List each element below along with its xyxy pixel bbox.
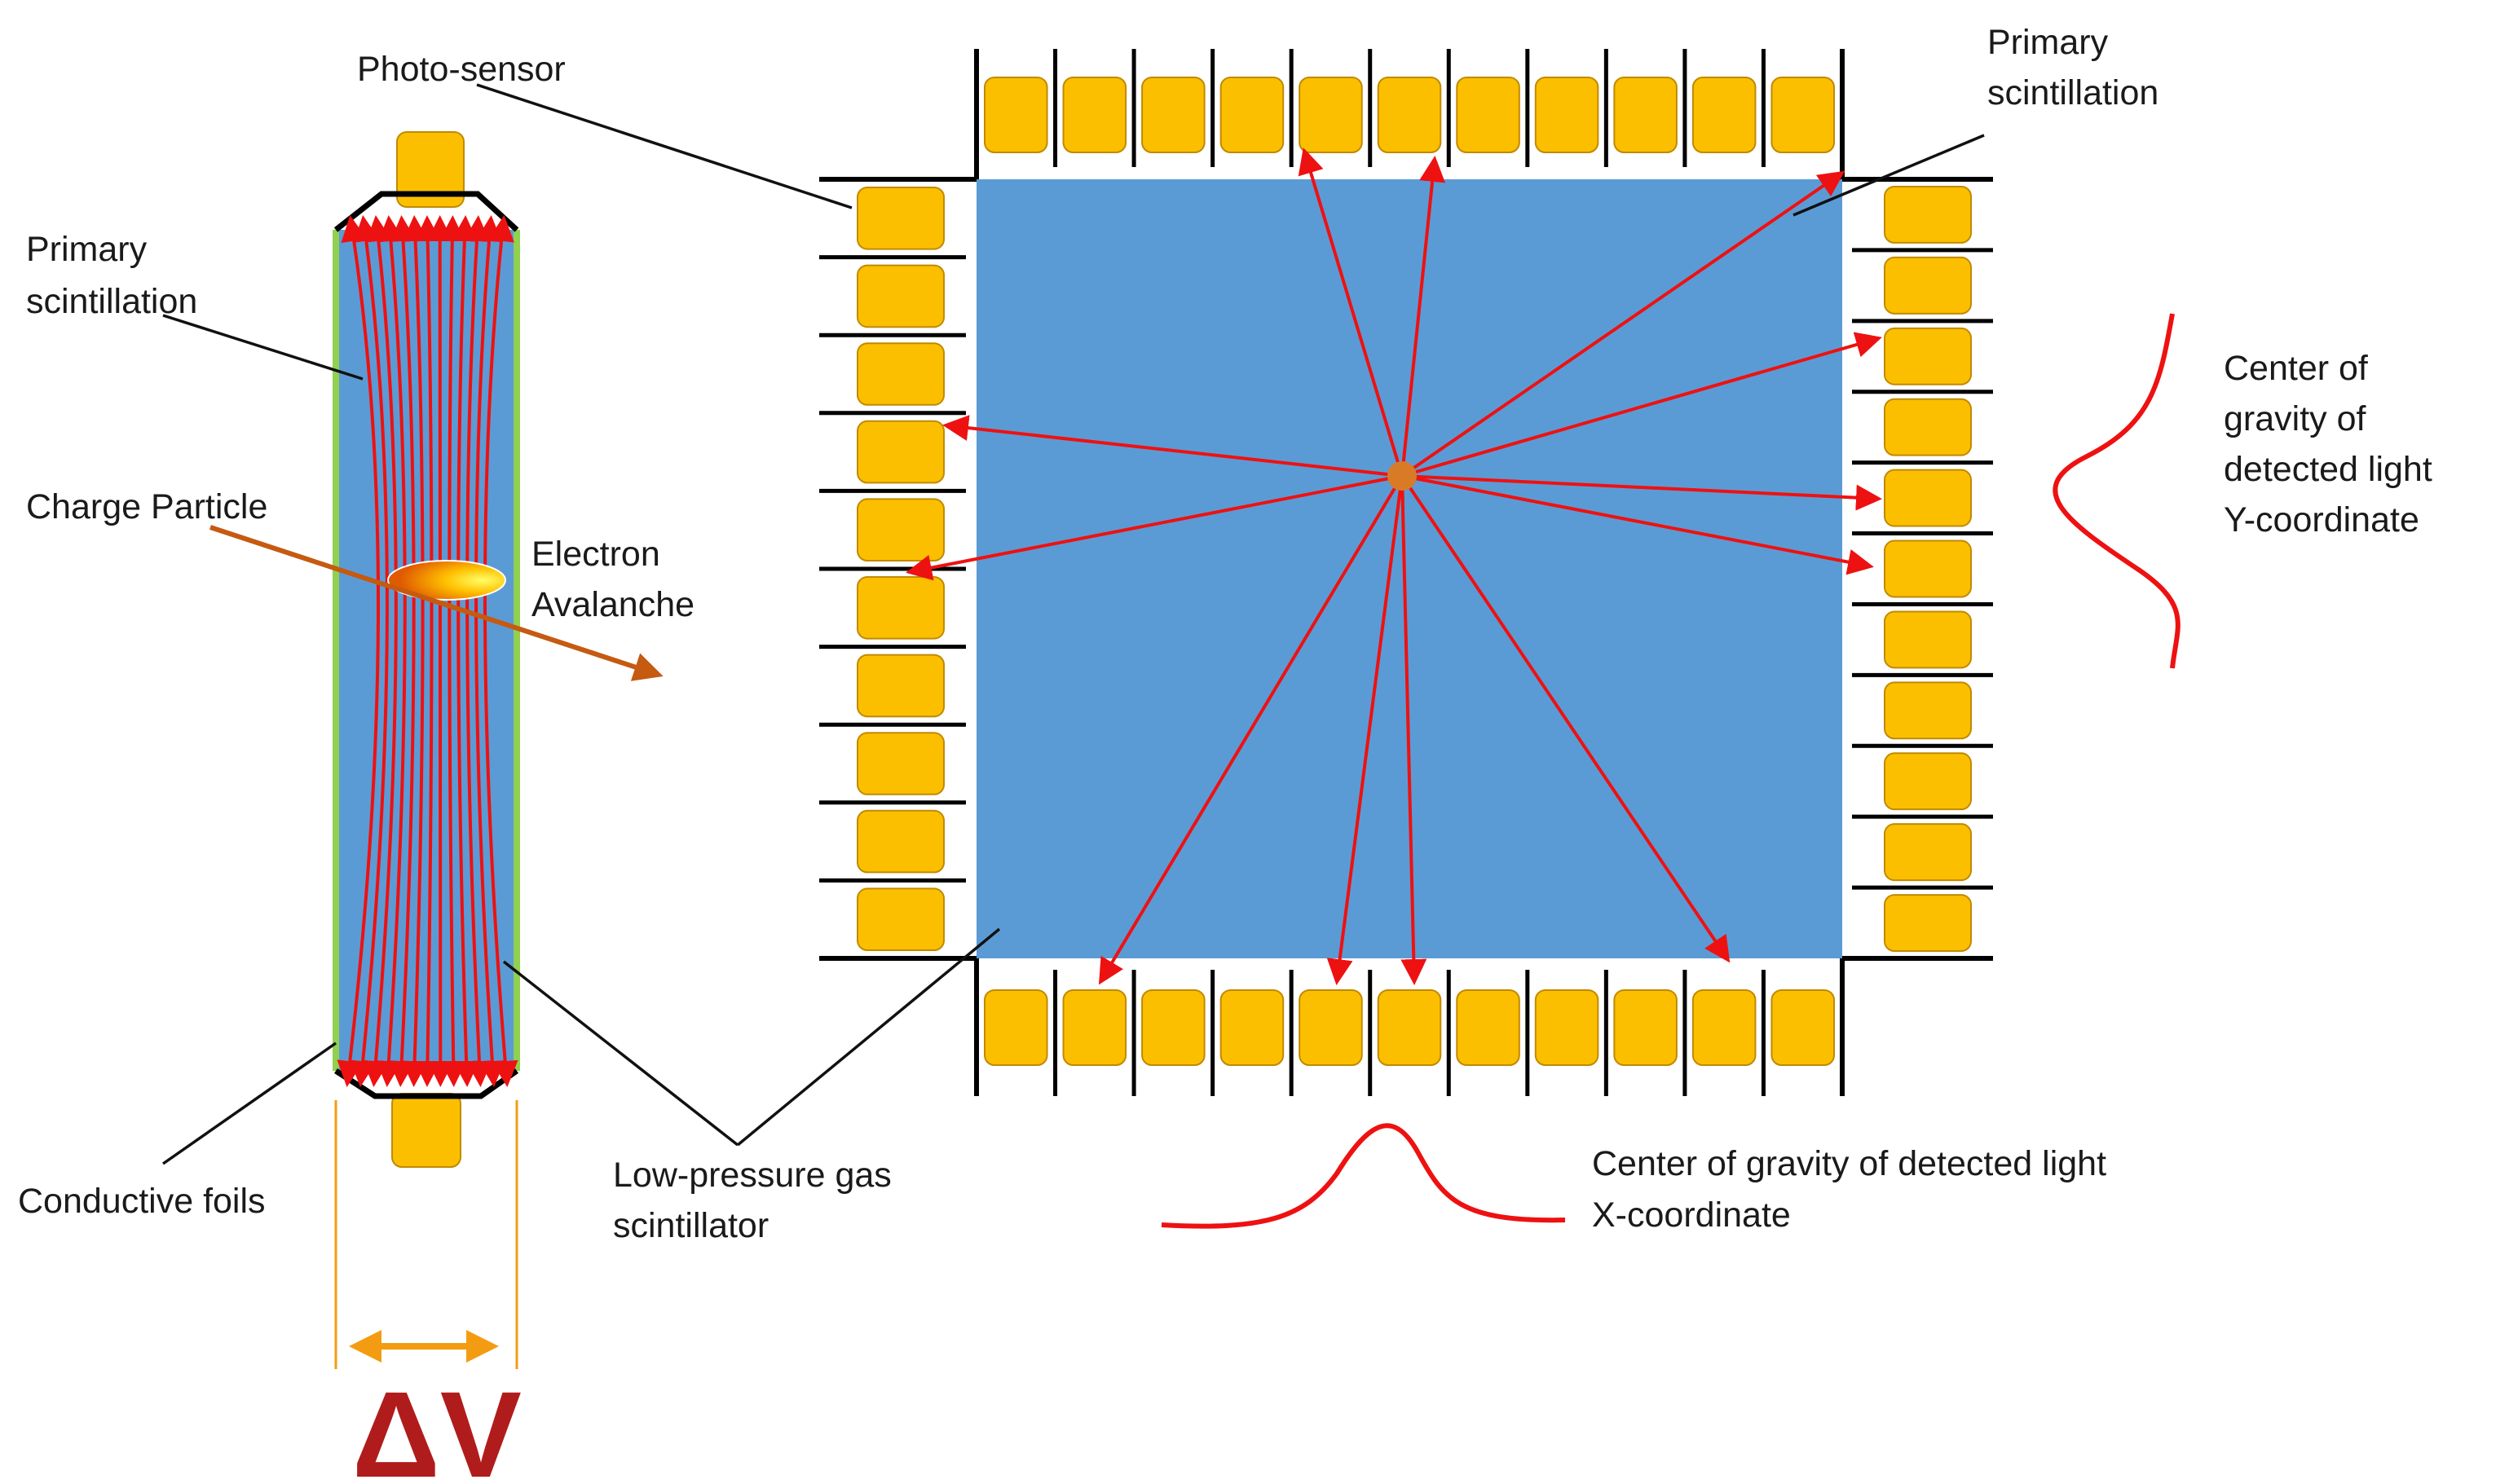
bottom-photo-sensor (1377, 989, 1442, 1066)
leader-photo-sensor (476, 83, 853, 209)
top-photo-sensor (1219, 77, 1285, 153)
top-photo-sensor (1613, 77, 1678, 153)
bottom-photo-sensor (1299, 989, 1363, 1066)
side-view (209, 131, 664, 1369)
photo-sensor-label: Photo-sensor (357, 50, 566, 89)
scintillation-ray (1400, 474, 1731, 963)
side-top-housing (333, 191, 519, 232)
left-photo-sensor (857, 654, 945, 718)
top-photo-sensor (1456, 77, 1520, 153)
electron-avalanche-shape (387, 560, 506, 601)
right-photo-sensor (1884, 327, 1972, 385)
bottom-photo-sensor (1456, 989, 1520, 1066)
scintillation-ray (1298, 148, 1404, 477)
scintillation-ray (1401, 332, 1882, 478)
bottom-photo-sensor (1613, 989, 1678, 1066)
left-photo-sensor (857, 187, 945, 250)
side-scintillation-ray (463, 215, 492, 1087)
gas-scintillator-label: Low-pressure gas scintillator (613, 1156, 902, 1245)
left-photo-sensor (857, 498, 945, 562)
right-photo-sensor (1884, 610, 1972, 669)
left-conductive-foil (333, 230, 339, 1071)
top-photo-sensor (1062, 77, 1127, 153)
top-photo-sensor (1691, 77, 1757, 153)
scintillation-ray (1400, 475, 1427, 985)
y-distribution-curve (2053, 313, 2180, 669)
scintillation-ray (906, 474, 1403, 581)
right-photo-sensor (1884, 256, 1972, 315)
scintillation-ray (1401, 474, 1874, 575)
left-photo-sensor (857, 264, 945, 328)
top-view-frame (819, 49, 1993, 1096)
top-photo-sensor (984, 77, 1048, 153)
interaction-point (1387, 461, 1417, 491)
left-photo-sensor (857, 420, 945, 484)
scintillation-ray (942, 415, 1403, 478)
right-conductive-foil (514, 230, 520, 1071)
primary-scintillation-right-label: Primary scintillation (1987, 23, 2158, 112)
left-photo-sensor (857, 576, 945, 640)
top-view (819, 49, 1993, 1096)
side-scintillation-ray (451, 215, 480, 1087)
left-photo-sensor (857, 342, 945, 406)
right-photo-sensor (1884, 894, 1972, 953)
right-photo-sensor (1884, 398, 1972, 456)
conductive-foils-label: Conductive foils (18, 1182, 266, 1221)
primary-scintillation-left-label: Primary scintillation (26, 230, 197, 321)
right-photo-sensor (1884, 469, 1972, 527)
bottom-photo-sensor (1534, 989, 1599, 1066)
bottom-photo-sensor (1062, 989, 1127, 1066)
bottom-photo-sensor (1219, 989, 1285, 1066)
top-photo-sensor (1534, 77, 1599, 153)
side-bottom-photo-sensor (391, 1093, 461, 1168)
top-photo-sensor (1770, 77, 1836, 153)
top-view-scintillation-rays (906, 148, 1882, 985)
side-scintillation-rays (337, 215, 518, 1087)
x-distribution-curve (1161, 1123, 1566, 1229)
right-photo-sensor (1884, 681, 1972, 740)
scintillation-ray (1401, 474, 1882, 511)
side-scintillation-ray (426, 215, 454, 1087)
leader-primary-scintillation-left (162, 314, 364, 381)
leader-gas-scintillator-left (502, 960, 739, 1147)
leader-primary-scintillation-right (1792, 134, 1985, 217)
bottom-photo-sensor (1141, 989, 1206, 1066)
right-photo-sensor (1884, 539, 1972, 598)
bottom-photo-sensor (984, 989, 1048, 1066)
bottom-photo-sensor (1770, 989, 1836, 1066)
side-top-photo-sensor (396, 131, 465, 208)
top-photo-sensor (1141, 77, 1206, 153)
top-photo-sensor (1299, 77, 1363, 153)
right-photo-sensor (1884, 752, 1972, 811)
electron-avalanche-label: Electron Avalanche (531, 535, 694, 624)
top-photo-sensor (1377, 77, 1442, 153)
charge-particle-track (209, 525, 664, 681)
scintillation-ray (1400, 156, 1446, 477)
right-photo-sensor (1884, 823, 1972, 882)
right-photo-sensor (1884, 186, 1972, 244)
scintillation-ray (1326, 475, 1404, 985)
scintillation-ray (1400, 170, 1845, 478)
leader-conductive-foils (161, 1041, 337, 1165)
charge-particle-label: Charge Particle (26, 487, 267, 526)
leader-gas-scintillator-right (736, 927, 1001, 1147)
center-of-gravity-x-label: Center of gravity of detected light X-co… (1592, 1144, 2116, 1235)
bottom-photo-sensor (1691, 989, 1757, 1066)
delta-v-label: ΔV (352, 1366, 522, 1484)
scintillation-ray (1098, 474, 1404, 985)
center-of-gravity-y-label: Center of gravity of detected light Y-co… (2224, 349, 2442, 539)
left-photo-sensor (857, 887, 945, 952)
left-photo-sensor (857, 809, 945, 874)
left-photo-sensor (857, 732, 945, 795)
top-view-photo-sensors (857, 77, 1972, 1066)
